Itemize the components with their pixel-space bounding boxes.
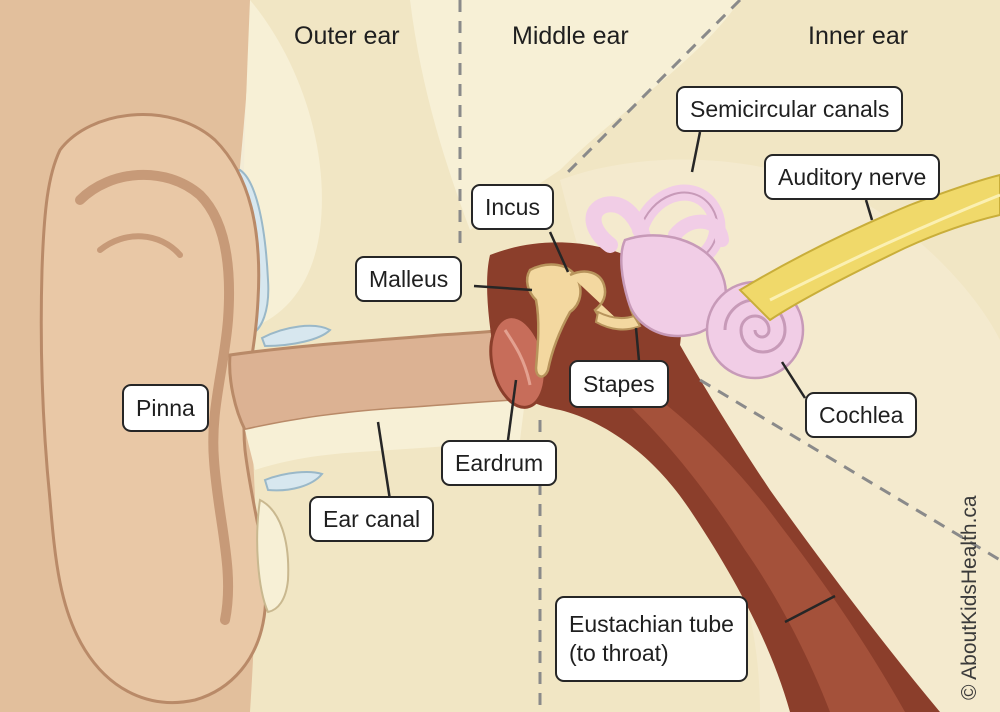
label-stapes: Stapes (569, 360, 669, 408)
label-auditory-nerve: Auditory nerve (764, 154, 941, 200)
pinna-fold-inner (97, 233, 183, 258)
lobe-cartilage (256, 498, 290, 614)
label-semicircular-canals: Semicircular canals (676, 86, 904, 132)
label-eustachian-tube: Eustachian tube (to throat) (555, 596, 748, 682)
region-label-middle-ear: Middle ear (512, 22, 629, 50)
label-cochlea: Cochlea (805, 392, 918, 438)
label-eardrum: Eardrum (441, 440, 558, 486)
copyright-credit: © AboutKidsHealth.ca (958, 495, 981, 700)
eustachian-tube-shape (600, 380, 905, 712)
canal-lateral (668, 214, 729, 247)
cartilage-lower (245, 400, 525, 470)
label-ear-canal: Ear canal (309, 496, 435, 542)
region-label-outer-ear: Outer ear (294, 22, 400, 50)
vestibule-shape (620, 234, 728, 338)
canal-superior-outline (639, 191, 719, 259)
incus-process (594, 310, 642, 331)
fluid-pocket-middle (260, 324, 332, 348)
divider-middle-inner-bottom (699, 378, 1000, 562)
pointer-malleus (473, 284, 533, 292)
fluid-pocket-lower (263, 471, 324, 492)
label-pinna: Pinna (122, 384, 209, 432)
label-malleus: Malleus (355, 256, 463, 302)
pointer-incus (548, 231, 570, 273)
pointer-ear-canal (376, 421, 392, 501)
eardrum-highlight (503, 329, 532, 386)
region-label-inner-ear: Inner ear (808, 22, 909, 50)
label-incus: Incus (471, 184, 554, 230)
pointer-auditory-nerve (864, 199, 874, 221)
nerve-fibre (769, 193, 1000, 302)
pointer-eustachian-tube (784, 594, 836, 624)
canal-posterior (585, 196, 653, 253)
pointer-eardrum (506, 379, 518, 441)
pointer-semicircular-canals (690, 131, 702, 173)
pinna-fold (75, 170, 235, 625)
bone-highlight (410, 0, 740, 230)
pointer-cochlea (780, 361, 807, 399)
